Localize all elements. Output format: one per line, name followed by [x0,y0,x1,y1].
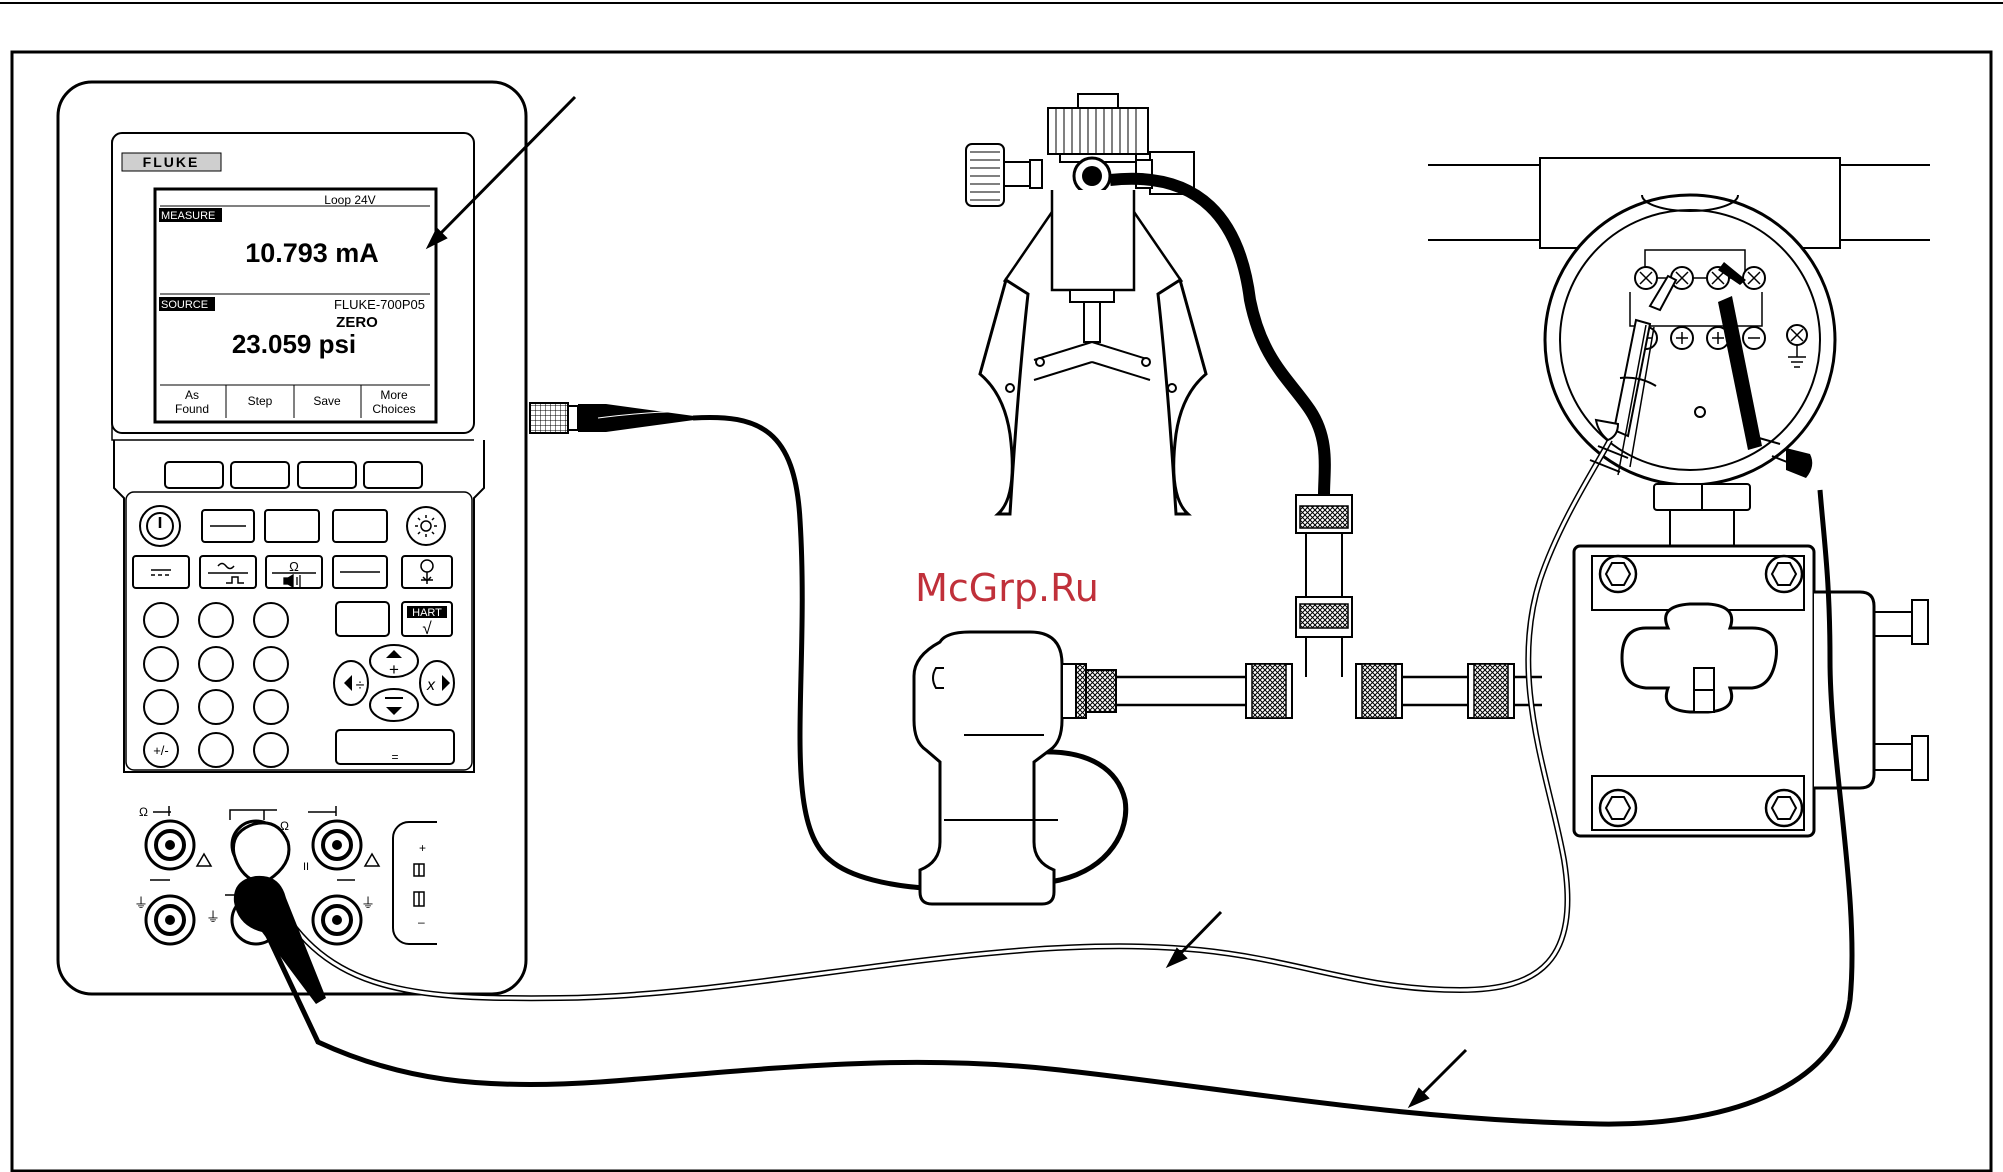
softkey-label-more-2: Choices [372,402,415,416]
lead-arrow-1 [1168,912,1221,966]
softkey-label-step: Step [248,394,273,408]
key-r3-4[interactable] [336,602,389,636]
ohm-icon: Ω [289,559,299,574]
jack-label-minus: – [418,915,425,929]
backlight-button[interactable] [407,507,445,545]
pressure-module [530,403,1054,433]
key-9[interactable] [254,603,288,637]
jack-label-plus: + [419,841,426,855]
brand-label: FLUKE [143,154,200,170]
down-minus-button[interactable] [370,689,418,721]
softkey-3-button[interactable] [298,462,356,488]
jack-label-ohm-1: Ω [139,805,148,819]
hand-pump [966,94,1206,514]
softkey-1-button[interactable] [165,462,223,488]
lead-arrow-2 [1410,1050,1466,1106]
softkey-label-more-1: More [380,388,408,402]
tee-manifold [1246,495,1542,718]
softkey-label-as-found-2: Found [175,402,209,416]
jack-label-ii: II [303,861,309,873]
key-0[interactable] [199,733,233,767]
key-r1-4[interactable] [333,510,387,542]
source-value: 23.059 psi [232,329,356,359]
ground-icon-1: ⏚ [134,895,148,911]
source-module: FLUKE-700P05 [334,297,425,312]
ground-icon-3: ⏚ [361,895,375,911]
source-label: SOURCE [161,299,208,311]
key-3[interactable] [254,690,288,724]
measure-value: 10.793 mA [245,238,379,268]
key-1[interactable] [144,690,178,724]
dc-function-button[interactable] [133,556,189,588]
equals-label: = [391,750,398,764]
softkey-4-button[interactable] [364,462,422,488]
key-8[interactable] [199,603,233,637]
key-7[interactable] [144,603,178,637]
softkey-label-save: Save [313,394,341,408]
watermark: McGrp.Ru [915,566,1099,610]
sqrt-icon: √ [422,619,432,638]
key-4[interactable] [144,647,178,681]
pressure-sensor-module [914,632,1252,904]
measure-label: MEASURE [161,210,215,222]
ground-icon-2: ⏚ [206,909,220,925]
div-icon: ÷ [356,677,365,694]
loop-status: Loop 24V [324,193,375,207]
plus-minus-label: +/- [153,743,169,758]
hart-label: HART [412,607,442,619]
times-icon: x [426,677,436,694]
pressure-transmitter [1428,158,1930,836]
key-6[interactable] [254,647,288,681]
softkey-2-button[interactable] [231,462,289,488]
softkey-label-as-found-1: As [185,388,199,402]
decimal-button[interactable] [254,733,288,767]
key-r1-3[interactable] [265,510,319,542]
key-5[interactable] [199,647,233,681]
plus-icon: + [389,660,399,679]
key-2[interactable] [199,690,233,724]
